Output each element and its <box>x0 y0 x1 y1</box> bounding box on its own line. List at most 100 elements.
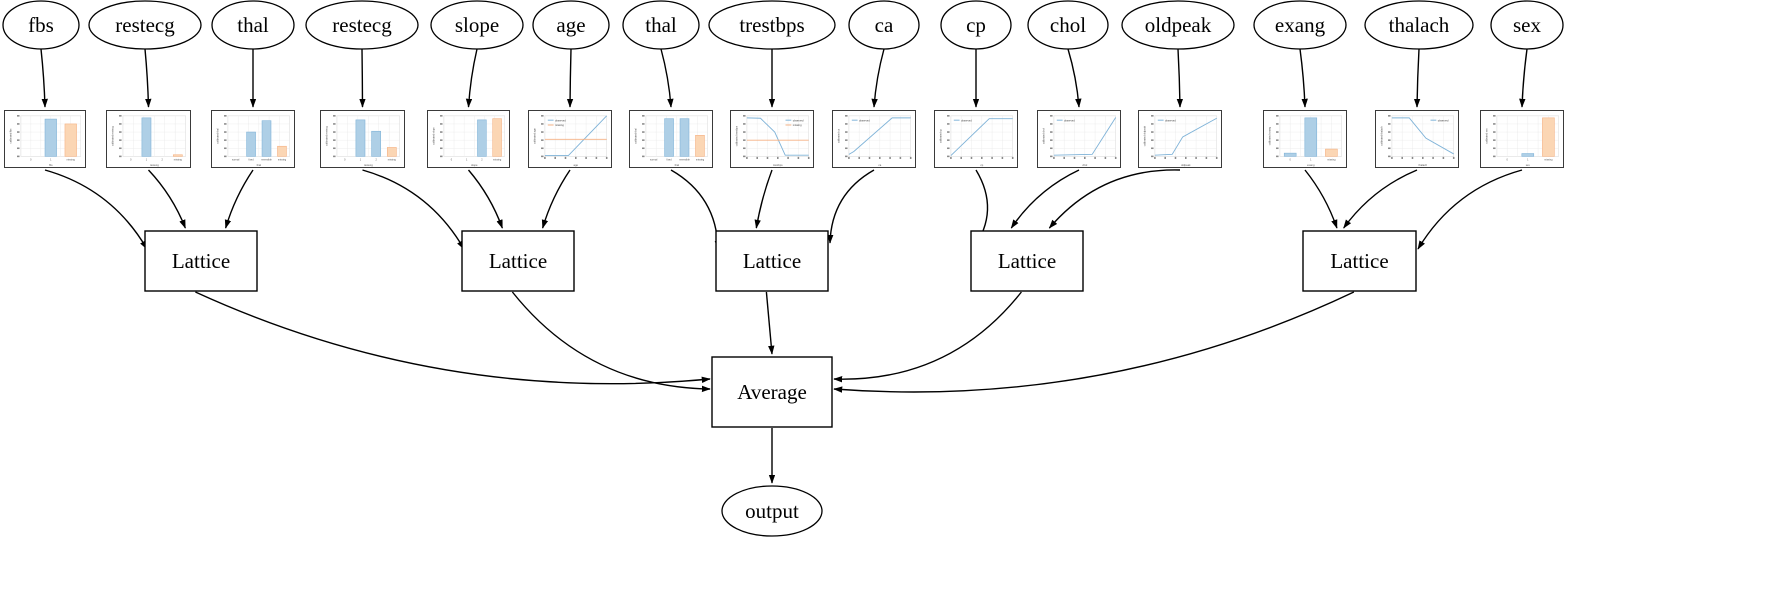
feature-node-chol[interactable] <box>1027 0 1109 50</box>
feature-node-ca[interactable] <box>848 0 920 50</box>
edge-feature-to-calibrator-10 <box>1067 48 1082 108</box>
plot-bar <box>172 154 183 157</box>
plot-xtick: 2 <box>161 158 163 161</box>
plot-xlabel: age <box>574 164 579 167</box>
feature-node-restecg[interactable] <box>88 0 202 50</box>
lattice-node-4[interactable] <box>970 230 1084 292</box>
plot-ylabel: calibrated ca <box>838 128 841 143</box>
plot-bar <box>1304 117 1318 157</box>
plot-bar <box>386 147 397 157</box>
edge-feature-to-calibrator-0 <box>40 48 48 108</box>
feature-node-thalach[interactable] <box>1364 0 1474 50</box>
plot-legend-item: missing <box>555 123 564 127</box>
plot-xtick: 1 <box>466 158 468 161</box>
plot-xlabel: thal <box>257 163 262 167</box>
edge-calibrator-to-lattice-13 <box>1343 169 1418 229</box>
feature-node-thal[interactable] <box>211 0 295 50</box>
plot-canvas-trestbps: calibrated trestbpsobservedmissingtrestb… <box>736 115 810 167</box>
plot-xtick: missing <box>67 158 76 161</box>
plot-bar <box>246 131 256 157</box>
plot-bar <box>695 135 705 157</box>
edge-feature-to-calibrator-13 <box>1413 48 1421 108</box>
plot-line-observed <box>1053 117 1117 156</box>
plot-xtick: 0 <box>1290 158 1292 161</box>
edge-calibrator-to-lattice-5 <box>541 169 571 229</box>
plot-xtick: missing <box>388 158 397 161</box>
edge-calibrator-to-lattice-1 <box>147 169 186 229</box>
plot-xtick: 1 <box>50 158 52 161</box>
plot-xtick: missing <box>278 158 287 161</box>
plot-line-observed <box>544 115 608 157</box>
plot-xlabel: cp <box>980 164 983 167</box>
plot-xlabel: trestbps <box>773 163 783 167</box>
plot-bar <box>44 118 57 157</box>
edge-feature-to-calibrator-14 <box>1519 48 1528 108</box>
plot-line-observed <box>1391 117 1454 155</box>
plot-xtick: missing <box>696 158 705 161</box>
plot-xtick: fixed <box>667 158 673 161</box>
lattice-node-1[interactable] <box>144 230 258 292</box>
edge-feature-to-calibrator-12 <box>1299 48 1308 108</box>
plot-xtick: 0 <box>130 158 132 161</box>
lattice-node-2[interactable] <box>461 230 575 292</box>
plot-line-observed <box>746 117 809 156</box>
feature-node-cp[interactable] <box>940 0 1012 50</box>
edge-calibrator-to-lattice-12 <box>1304 169 1338 229</box>
lattice-node-5[interactable] <box>1302 230 1417 292</box>
average-node[interactable] <box>711 356 833 428</box>
plot-legend-item: observed <box>961 118 972 122</box>
plot-ylabel: calibrated fbs <box>10 128 13 144</box>
plot-xtick: 0 <box>451 158 453 161</box>
plot-ylabel: calibrated cp <box>940 128 943 143</box>
calibrator-plot-cp[interactable]: calibrated cp observed cp <box>934 110 1018 168</box>
feature-node-restecg[interactable] <box>305 0 419 50</box>
feature-node-trestbps[interactable] <box>708 0 836 50</box>
plot-xlabel: fbs <box>49 163 53 167</box>
edge-feature-to-calibrator-1 <box>144 48 152 108</box>
feature-node-sex[interactable] <box>1490 0 1564 50</box>
edge-feature-to-calibrator-11 <box>1176 48 1184 108</box>
feature-node-thal[interactable] <box>622 0 700 50</box>
feature-node-fbs[interactable] <box>2 0 80 50</box>
plot-xtick: 0 <box>1507 158 1509 161</box>
plot-xlabel: sex <box>1526 164 1531 167</box>
feature-node-oldpeak[interactable] <box>1121 0 1235 50</box>
edge-calibrator-to-lattice-8 <box>827 169 875 244</box>
plot-bar <box>1283 152 1297 157</box>
plot-ylabel: calibrated trestbps <box>736 125 739 146</box>
output-node[interactable] <box>721 485 823 537</box>
edge-lattice-to-average-2 <box>765 291 775 355</box>
edge-feature-to-calibrator-5 <box>566 48 574 108</box>
edge-calibrator-to-lattice-0 <box>44 169 148 250</box>
plot-xtick: missing <box>174 158 183 161</box>
feature-node-age[interactable] <box>532 0 610 50</box>
lattice-node-3[interactable] <box>715 230 829 292</box>
plot-xlabel: restecg <box>150 163 159 167</box>
plot-bar <box>141 117 152 157</box>
plot-ylabel: calibrated thalach <box>1381 126 1384 146</box>
plot-xlabel: exang <box>1307 164 1315 167</box>
feature-node-slope[interactable] <box>430 0 524 50</box>
feature-node-exang[interactable] <box>1253 0 1347 50</box>
edge-calibrator-to-lattice-3 <box>362 169 465 250</box>
